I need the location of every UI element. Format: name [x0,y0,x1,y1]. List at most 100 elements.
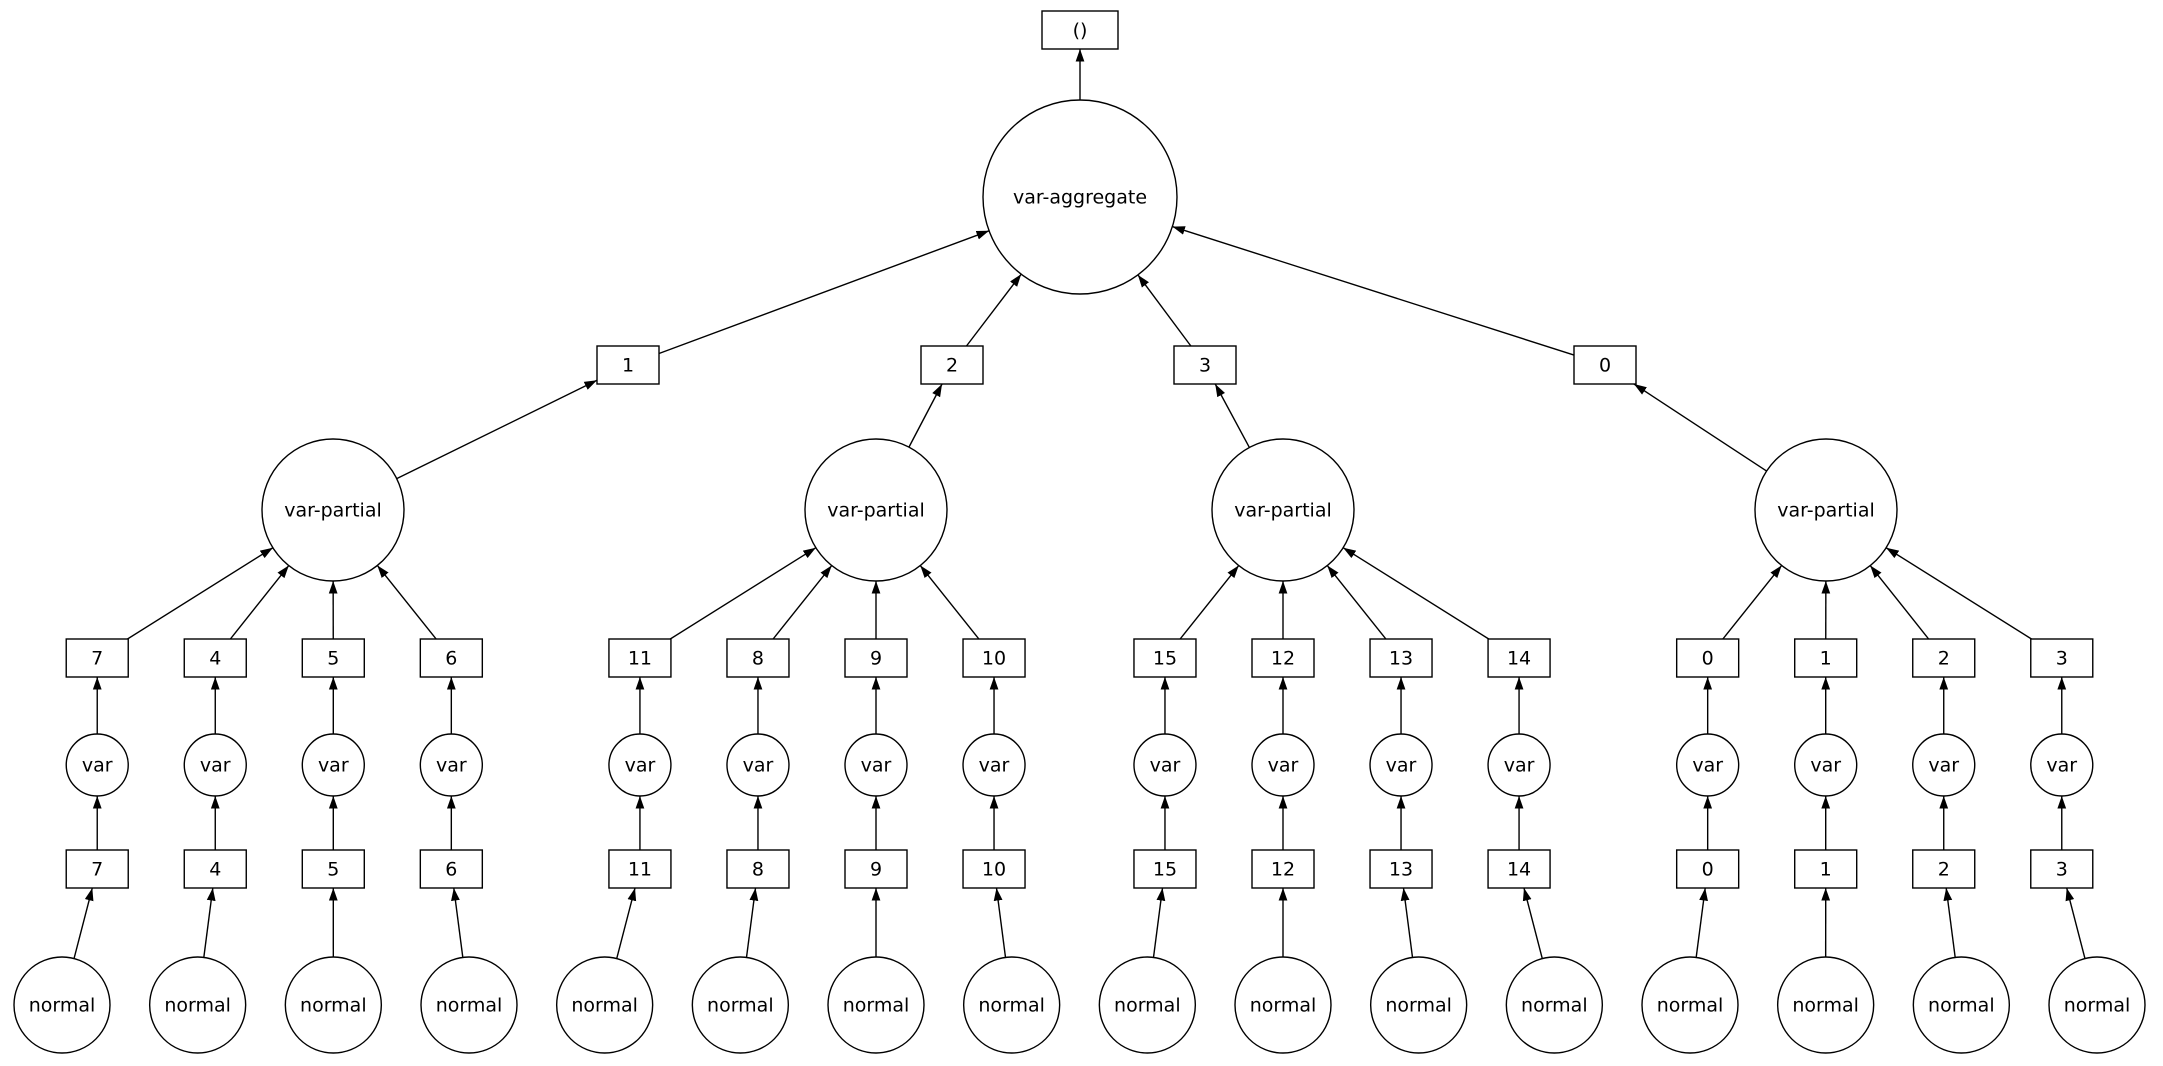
normal-node-7: normal [13,956,111,1054]
node-label: var [200,754,231,776]
node-label: normal [1521,994,1588,1016]
node-label: normal [707,994,774,1016]
value-box-8: 8 [726,849,790,889]
value-box-12: 12 [1251,849,1315,889]
node-label: var [1810,754,1841,776]
node-label: var [743,754,774,776]
node-label: 6 [445,858,457,880]
var-node-13: var [1369,733,1433,797]
value-box-13: 13 [1369,849,1433,889]
node-label: var [318,754,349,776]
var-node-8: var [726,733,790,797]
edge-normal-to-value-0 [1695,887,1708,958]
node-label: var [1386,754,1417,776]
edge-gather-0-to-aggregate [1172,225,1575,356]
var-node-3: var [2030,733,2094,797]
slot-box-15: 15 [1133,638,1197,678]
value-box-1: 1 [1794,849,1858,889]
node-label: 5 [327,647,339,669]
edge-normal-to-value-2 [1943,887,1956,958]
node-label: 2 [1938,858,1950,880]
normal-node-6: normal [420,956,518,1054]
value-box-3: 3 [2030,849,2094,889]
node-label: 14 [1507,858,1531,880]
normal-node-15: normal [1098,956,1197,1054]
var-partial-node-0: var-partial [1754,438,1898,582]
var-node-5: var [301,733,365,797]
node-label: 1 [1820,647,1832,669]
node-label: 1 [622,354,634,376]
value-box-10: 10 [962,849,1026,889]
gather-box-3: 3 [1173,345,1237,385]
edge-slot-15-to-partial [1179,565,1240,640]
value-box-0: 0 [1675,849,1740,889]
node-label: var [82,754,113,776]
var-partial-node-1: var-partial [261,438,405,582]
node-label: normal [571,994,638,1016]
var-node-11: var [608,733,672,797]
edge-normal-to-value-8 [745,887,759,958]
node-label: 4 [209,647,221,669]
normal-node-2: normal [1912,956,2011,1054]
node-label: normal [300,994,367,1016]
value-box-15: 15 [1133,849,1197,889]
node-label: 3 [2056,858,2068,880]
slot-box-11: 11 [608,638,672,678]
node-label: 1 [1820,858,1832,880]
edge-slot-11-to-partial [669,547,817,640]
node-label: normal [1657,994,1724,1016]
node-label: var [625,754,656,776]
node-label: 0 [1702,858,1714,880]
edge-normal-to-value-6 [451,887,464,958]
edge-layer [73,49,2086,959]
node-label: var [1268,754,1299,776]
slot-box-5: 5 [301,638,365,678]
normal-node-10: normal [962,956,1061,1054]
value-box-7: 7 [65,849,129,889]
gather-box-1: 1 [596,345,660,385]
node-label: 12 [1271,858,1295,880]
node-label: normal [164,994,231,1016]
edge-normal-to-value-10 [993,887,1007,958]
node-label: 13 [1389,858,1413,880]
node-layer: 7var7normal4var4normal5var5normal6var6no… [13,10,2146,1054]
edge-slot-10-to-partial [919,565,980,640]
edge-partial-to-gather-2 [908,383,943,448]
var-node-15: var [1133,733,1197,797]
edge-normal-to-value-4 [203,887,216,958]
slot-box-0: 0 [1675,638,1740,678]
edge-partial-to-gather-1 [396,379,598,480]
value-box-9: 9 [844,849,908,889]
normal-node-11: normal [555,956,654,1054]
node-label: 2 [1938,647,1950,669]
node-label: normal [1928,994,1995,1016]
node-label: normal [1250,994,1317,1016]
node-label: var [1692,754,1723,776]
node-label: var [861,754,892,776]
node-label: var-partial [1777,499,1875,521]
value-box-14: 14 [1487,849,1551,889]
slot-box-12: 12 [1251,638,1315,678]
node-label: 10 [982,858,1006,880]
node-label: normal [29,994,96,1016]
value-box-5: 5 [301,849,365,889]
node-label: 7 [91,858,103,880]
slot-box-9: 9 [844,638,908,678]
normal-node-9: normal [827,956,925,1054]
node-label: normal [2064,994,2131,1016]
node-label: var [436,754,467,776]
var-partial-node-3: var-partial [1211,438,1355,582]
var-partial-node-2: var-partial [804,438,948,582]
node-label: () [1073,19,1088,41]
var-node-7: var [65,733,129,797]
edge-slot-8-to-partial [772,565,833,640]
gather-box-2: 2 [920,345,984,385]
normal-node-12: normal [1234,956,1332,1054]
edge-slot-0-to-partial [1722,565,1783,640]
normal-node-14: normal [1505,956,1604,1054]
node-label: 15 [1153,647,1177,669]
edge-partial-to-gather-0 [1633,383,1768,472]
edge-slot-3-to-partial [1885,547,2032,640]
var-node-4: var [183,733,247,797]
